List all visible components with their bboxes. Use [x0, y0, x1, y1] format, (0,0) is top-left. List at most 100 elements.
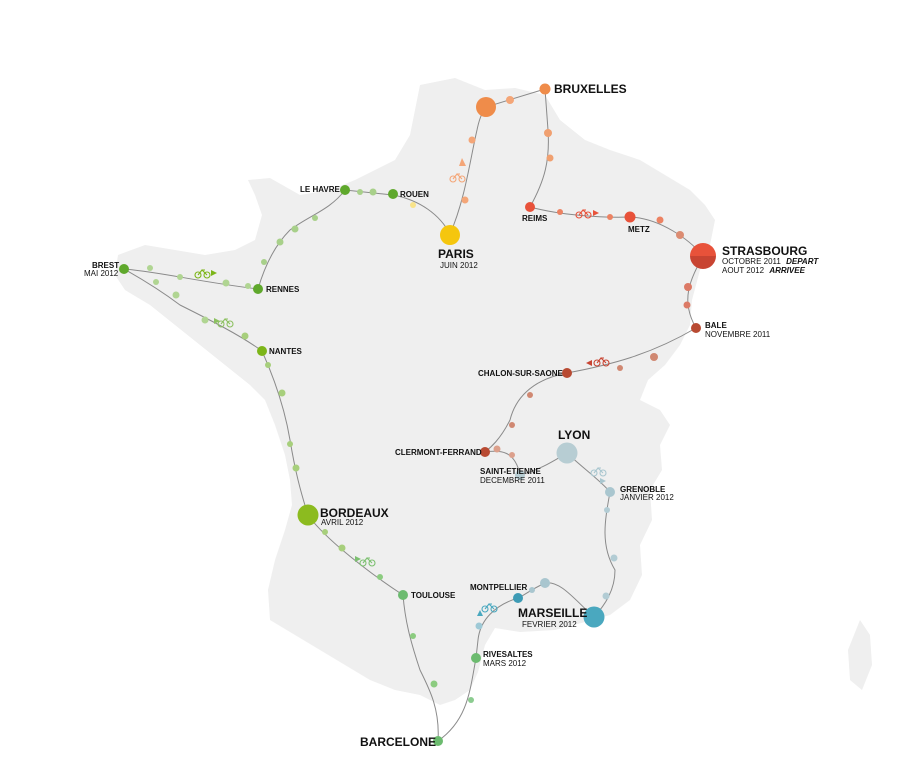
stop-dot	[338, 544, 346, 552]
label-rivesaltes-date: MARS 2012	[483, 659, 527, 668]
city-marker-bruxelles[interactable]	[539, 83, 551, 95]
direction-arrow-icon	[600, 478, 606, 484]
route-rivesaltes-barcelone	[437, 657, 477, 742]
city-marker-toulouse[interactable]	[398, 590, 408, 600]
label-marseille-date: FEVRIER 2012	[522, 620, 577, 629]
label-bale: BALE	[705, 321, 727, 330]
label-reims: REIMS	[522, 214, 548, 223]
intermediate-stops	[147, 96, 692, 703]
city-marker-marseille[interactable]	[583, 606, 605, 628]
bicycle-icon	[593, 357, 610, 367]
label-bordeaux-date: AVRIL 2012	[321, 518, 364, 527]
city-marker-clermont[interactable]	[480, 447, 490, 457]
label-strasbourg-date2: AOUT 2012 ARRIVEE	[722, 266, 806, 275]
stop-dot	[291, 225, 299, 233]
stop-dot	[369, 188, 377, 196]
stop-dot	[292, 464, 300, 472]
label-grenoble: GRENOBLE	[620, 485, 666, 494]
stop-dot	[475, 622, 483, 630]
label-marseille: MARSEILLE	[518, 606, 587, 620]
city-marker-reims[interactable]	[525, 202, 535, 212]
city-marker-rivesaltes[interactable]	[471, 653, 481, 663]
label-montpellier: MONTPELLIER	[470, 583, 528, 592]
label-rennes: RENNES	[266, 285, 300, 294]
stop-dot	[377, 574, 383, 580]
stop-dot	[602, 592, 610, 600]
label-bale-date: NOVEMBRE 2011	[705, 330, 771, 339]
stop-dot	[276, 238, 284, 246]
stop-dot	[153, 279, 159, 285]
direction-arrow-icon	[211, 270, 217, 276]
stop-dot	[322, 529, 328, 535]
stop-dot	[540, 578, 550, 588]
city-marker-strasbourg[interactable]	[690, 243, 716, 269]
label-brest-date: MAI 2012	[84, 269, 119, 278]
stop-dot	[493, 445, 501, 453]
bicycle-icon	[575, 209, 592, 219]
city-marker-rouen[interactable]	[388, 189, 398, 199]
label-clermont: CLERMONT-FERRAND	[395, 448, 482, 457]
strasbourg-date-1: OCTOBRE 2011	[722, 257, 781, 266]
label-bruxelles: BRUXELLES	[554, 82, 627, 96]
bicycle-icon	[590, 467, 607, 477]
direction-arrow-icon	[477, 610, 483, 616]
stop-dot	[509, 422, 515, 428]
stop-dot	[261, 259, 267, 265]
city-marker-nantes[interactable]	[257, 346, 267, 356]
city-marker-barcelone[interactable]	[433, 736, 443, 746]
bicycle-icon	[481, 603, 498, 613]
label-grenoble-date: JANVIER 2012	[620, 493, 674, 502]
bicycle-icon	[217, 318, 234, 328]
stop-dot	[557, 209, 563, 215]
strasbourg-date-2: AOUT 2012	[722, 266, 765, 275]
stop-dot	[546, 154, 554, 162]
stop-dot	[650, 353, 658, 361]
stop-dot	[312, 215, 318, 221]
city-marker-bale[interactable]	[691, 323, 701, 333]
stop-dot	[410, 633, 416, 639]
label-strasbourg: STRASBOURG	[722, 244, 807, 258]
stop-dot	[527, 392, 533, 398]
label-lyon: LYON	[558, 428, 590, 442]
label-rouen: ROUEN	[400, 190, 429, 199]
city-marker-bordeaux[interactable]	[297, 504, 319, 526]
city-marker-lyon[interactable]	[556, 442, 578, 464]
stop-dot	[468, 697, 474, 703]
stop-dot	[245, 283, 251, 289]
stop-dot	[147, 265, 153, 271]
city-marker-paris[interactable]	[440, 225, 460, 245]
label-chalon: CHALON-SUR-SAONE	[478, 369, 564, 378]
label-le-havre: LE HAVRE	[300, 185, 341, 194]
label-nantes: NANTES	[269, 347, 303, 356]
direction-arrow-icon	[459, 158, 466, 166]
direction-arrow-icon	[214, 318, 220, 324]
stop-dot	[287, 441, 293, 447]
city-marker-saint-etienne[interactable]	[515, 470, 525, 480]
city-marker-le-havre[interactable]	[340, 185, 350, 195]
label-barcelone: BARCELONE	[360, 735, 436, 749]
stop-dot	[506, 96, 514, 104]
stop-dot	[357, 189, 363, 195]
label-toulouse: TOULOUSE	[411, 591, 456, 600]
city-marker-grenoble[interactable]	[605, 487, 615, 497]
bicycle-icon	[194, 269, 211, 279]
city-marker-bruxelles-big[interactable]	[476, 97, 496, 117]
city-markers	[119, 83, 716, 746]
stop-dot	[610, 554, 618, 562]
bicycle-markers	[194, 158, 610, 616]
city-marker-chalon[interactable]	[562, 368, 572, 378]
label-rivesaltes: RIVESALTES	[483, 650, 533, 659]
stop-dot	[278, 389, 286, 397]
stop-dot	[177, 274, 183, 280]
city-marker-metz[interactable]	[624, 211, 636, 223]
stop-dot	[684, 283, 692, 291]
city-marker-montpellier[interactable]	[513, 593, 523, 603]
city-marker-rennes[interactable]	[253, 284, 263, 294]
route-marseille-rivesaltes	[475, 582, 595, 659]
direction-arrow-icon	[355, 556, 361, 562]
stop-dot	[461, 196, 469, 204]
corsica-land	[848, 620, 872, 690]
stop-dot	[509, 452, 515, 458]
city-marker-brest[interactable]	[119, 264, 129, 274]
